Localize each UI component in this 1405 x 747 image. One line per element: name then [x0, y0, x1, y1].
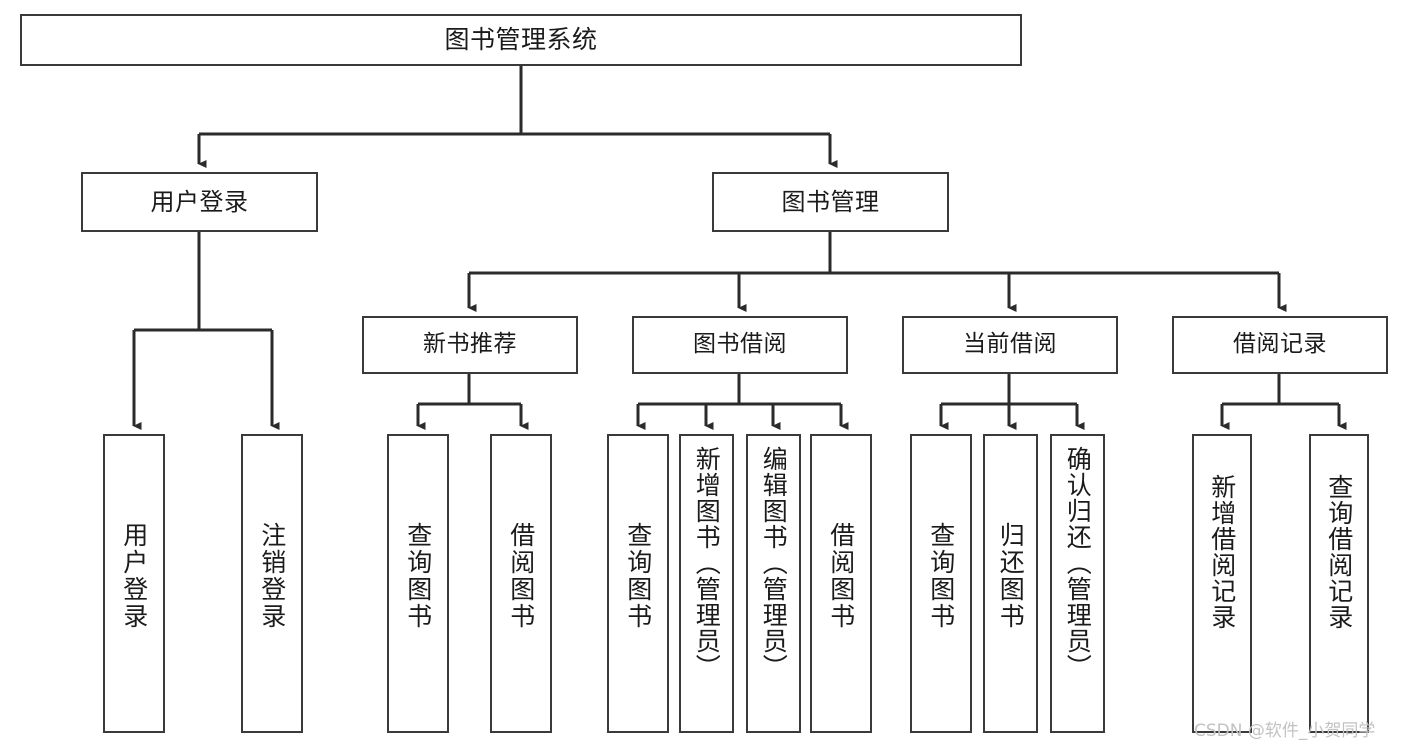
node-label: 当前借阅 — [963, 331, 1057, 358]
node-label: 查询借阅记录 — [1324, 474, 1354, 630]
leaf-return-book[interactable]: 归还图书 — [983, 434, 1038, 733]
node-label: 查询图书 — [623, 522, 653, 630]
node-label: 图书管理系统 — [444, 25, 598, 55]
csdn-watermark: CSDN @软件_小贺同学 — [1194, 721, 1376, 741]
node-label: 新增借阅记录 — [1207, 474, 1237, 630]
node-label: 新增图书（管理员） — [692, 446, 722, 680]
leaf-borrow-book[interactable]: 借阅图书 — [810, 434, 872, 733]
node-label: 查询图书 — [403, 522, 433, 630]
leaf-query-book-recommend[interactable]: 查询图书 — [387, 434, 449, 733]
node-label: 借阅图书 — [826, 522, 856, 630]
node-current-borrow[interactable]: 当前借阅 — [902, 316, 1118, 374]
node-label: 借阅记录 — [1233, 331, 1327, 358]
node-book-borrow[interactable]: 图书借阅 — [632, 316, 848, 374]
node-label: 图书管理 — [781, 187, 880, 216]
leaf-query-book-borrow[interactable]: 查询图书 — [607, 434, 669, 733]
leaf-edit-book-admin[interactable]: 编辑图书（管理员） — [746, 434, 801, 733]
node-book-management[interactable]: 图书管理 — [712, 172, 949, 232]
node-label: 借阅图书 — [506, 522, 536, 630]
node-label: 确认归还（管理员） — [1063, 446, 1093, 680]
leaf-add-borrow-record[interactable]: 新增借阅记录 — [1192, 434, 1252, 733]
node-borrow-record[interactable]: 借阅记录 — [1172, 316, 1388, 374]
leaf-confirm-return-admin[interactable]: 确认归还（管理员） — [1050, 434, 1105, 733]
leaf-user-login[interactable]: 用户登录 — [103, 434, 165, 733]
leaf-query-borrow-record[interactable]: 查询借阅记录 — [1309, 434, 1369, 733]
node-label: 用户登录 — [150, 187, 249, 216]
node-label: 图书借阅 — [693, 331, 787, 358]
leaf-borrow-book-recommend[interactable]: 借阅图书 — [490, 434, 552, 733]
node-label: 查询图书 — [926, 522, 956, 630]
node-label: 编辑图书（管理员） — [759, 446, 789, 680]
leaf-logout[interactable]: 注销登录 — [241, 434, 303, 733]
leaf-add-book-admin[interactable]: 新增图书（管理员） — [679, 434, 734, 733]
node-label: 新书推荐 — [423, 331, 517, 358]
node-root-system[interactable]: 图书管理系统 — [20, 14, 1022, 66]
node-label: 归还图书 — [996, 522, 1026, 630]
node-user-login[interactable]: 用户登录 — [81, 172, 318, 232]
node-label: 注销登录 — [257, 522, 287, 630]
node-label: 用户登录 — [119, 522, 149, 630]
node-new-book-recommend[interactable]: 新书推荐 — [362, 316, 578, 374]
leaf-query-book-current[interactable]: 查询图书 — [910, 434, 972, 733]
